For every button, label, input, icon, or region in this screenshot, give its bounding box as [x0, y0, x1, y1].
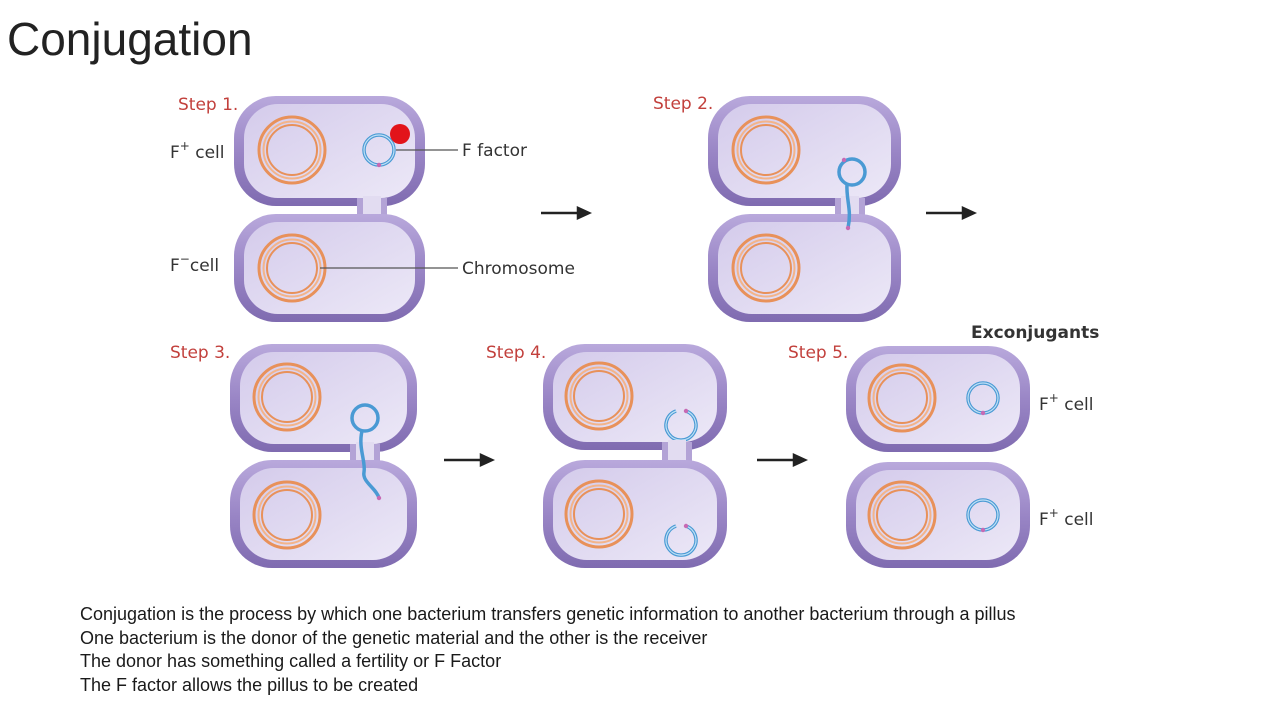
step-2-recipient-cell — [708, 214, 901, 322]
step-1 — [234, 96, 458, 322]
f-minus-cell-label: F−cell — [170, 252, 219, 276]
step-5-label: Step 5. — [788, 343, 848, 363]
step-2-label: Step 2. — [653, 94, 713, 114]
step-3-transfer-strand — [359, 430, 381, 499]
note-item: The donor has something called a fertili… — [80, 651, 502, 671]
conjugation-diagram: Step 1. Step 2. Step 3. Step 4. Step 5. … — [170, 94, 1099, 568]
step-3-donor-cell — [230, 344, 417, 452]
step-2 — [708, 96, 901, 322]
highlight-marker — [390, 124, 410, 144]
step-2-transfer-strand — [845, 183, 852, 229]
step-5-exconjugant-bottom — [846, 462, 1030, 568]
chromosome-label: Chromosome — [462, 259, 575, 279]
step-4-recipient-cell — [543, 460, 727, 568]
step-2-plasmid — [837, 157, 867, 187]
f-plus-cell-label: F+ cell — [170, 139, 225, 163]
step-1-label: Step 1. — [178, 95, 238, 115]
step-3-label: Step 3. — [170, 343, 230, 363]
step-4-donor-cell — [543, 344, 727, 450]
f-plus-cell-label-top: F+ cell — [1039, 391, 1094, 415]
arrow-right-icon — [924, 206, 976, 220]
notes-list: Conjugation is the process by which one … — [80, 603, 1016, 697]
step-4-label: Step 4. — [486, 343, 546, 363]
arrow-right-icon — [442, 453, 494, 467]
note-item: Conjugation is the process by which one … — [80, 604, 1016, 624]
step-1-donor-cell — [234, 96, 425, 206]
slide-title: Conjugation — [7, 13, 253, 65]
step-2-donor-cell — [708, 96, 901, 206]
step-3-recipient-cell — [230, 460, 417, 568]
step-5 — [846, 346, 1030, 568]
arrow-right-icon — [539, 206, 591, 220]
step-4 — [543, 344, 727, 568]
exconjugants-heading: Exconjugants — [971, 323, 1099, 343]
step-5-exconjugant-top — [846, 346, 1030, 452]
step-3 — [230, 344, 417, 568]
note-item: One bacterium is the donor of the geneti… — [80, 627, 708, 648]
note-item: The F factor allows the pillus to be cre… — [80, 674, 419, 695]
f-plus-cell-label-bottom: F+ cell — [1039, 506, 1094, 530]
f-factor-label: F factor — [462, 141, 527, 161]
arrow-right-icon — [755, 453, 807, 467]
